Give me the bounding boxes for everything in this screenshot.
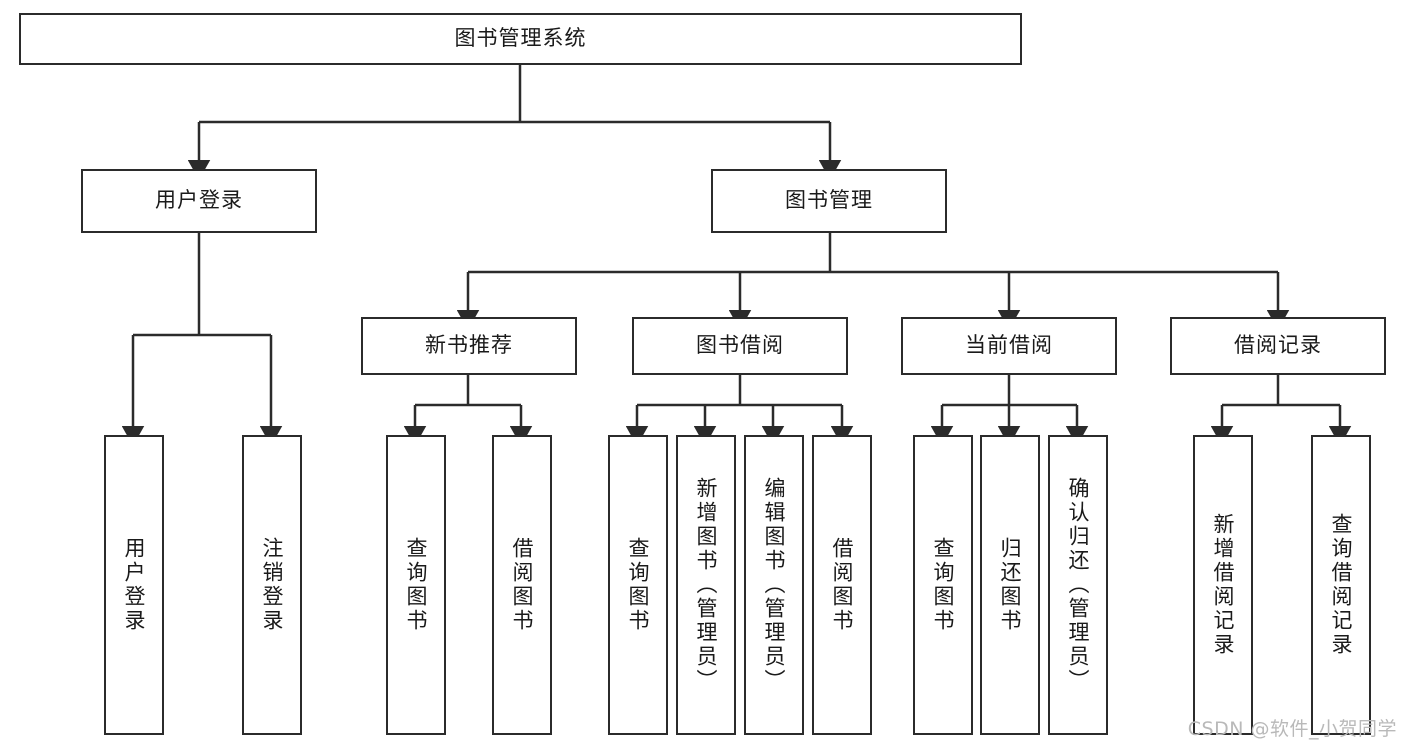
node-label: 用户登录 [122, 537, 147, 633]
node-label: 查询图书 [404, 537, 429, 633]
leaf-recommend-borrow-book[interactable]: 借阅图书 [492, 435, 552, 735]
leaf-borrow-query-book[interactable]: 查询图书 [608, 435, 668, 735]
node-label: 图书管理 [785, 188, 873, 213]
node-label: 注销登录 [260, 537, 285, 633]
node-label: 借阅记录 [1234, 333, 1322, 358]
node-label: 归还图书 [998, 537, 1023, 633]
node-label: 查询借阅记录 [1329, 513, 1354, 657]
node-label: 图书管理系统 [454, 26, 587, 51]
leaf-user-login[interactable]: 用户登录 [104, 435, 164, 735]
node-book-management[interactable]: 图书管理 [711, 169, 947, 233]
node-label: 查询图书 [626, 537, 651, 633]
leaf-current-query-book[interactable]: 查询图书 [913, 435, 973, 735]
node-label: 借阅图书 [510, 537, 535, 633]
leaf-borrow-borrow-book[interactable]: 借阅图书 [812, 435, 872, 735]
node-label: 新增借阅记录 [1211, 513, 1236, 657]
node-user-login[interactable]: 用户登录 [81, 169, 317, 233]
node-label: 借阅图书 [830, 537, 855, 633]
node-label: 确认归还（管理员） [1066, 477, 1091, 693]
node-label: 新书推荐 [425, 333, 513, 358]
leaf-current-return-book[interactable]: 归还图书 [980, 435, 1040, 735]
node-root-system[interactable]: 图书管理系统 [19, 13, 1022, 65]
node-label: 编辑图书（管理员） [762, 477, 787, 693]
leaf-record-query-record[interactable]: 查询借阅记录 [1311, 435, 1371, 735]
node-new-book-recommend[interactable]: 新书推荐 [361, 317, 577, 375]
leaf-recommend-query-book[interactable]: 查询图书 [386, 435, 446, 735]
node-label: 用户登录 [155, 188, 243, 213]
node-current-borrow[interactable]: 当前借阅 [901, 317, 1117, 375]
node-book-borrow[interactable]: 图书借阅 [632, 317, 848, 375]
leaf-borrow-edit-book-admin[interactable]: 编辑图书（管理员） [744, 435, 804, 735]
node-label: 新增图书（管理员） [694, 477, 719, 693]
leaf-borrow-add-book-admin[interactable]: 新增图书（管理员） [676, 435, 736, 735]
watermark-text: CSDN @软件_小贺同学 [1187, 718, 1397, 740]
leaf-record-add-record[interactable]: 新增借阅记录 [1193, 435, 1253, 735]
node-borrow-record[interactable]: 借阅记录 [1170, 317, 1386, 375]
leaf-current-confirm-return-admin[interactable]: 确认归还（管理员） [1048, 435, 1108, 735]
leaf-user-logout[interactable]: 注销登录 [242, 435, 302, 735]
node-label: 当前借阅 [965, 333, 1053, 358]
node-label: 查询图书 [931, 537, 956, 633]
node-label: 图书借阅 [696, 333, 784, 358]
